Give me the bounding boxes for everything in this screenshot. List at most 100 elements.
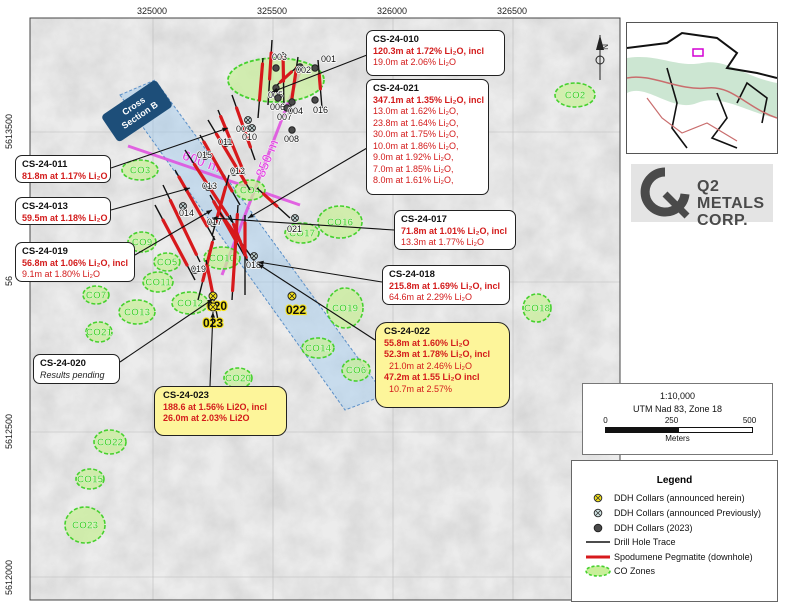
collar-label-008: 008	[284, 134, 299, 144]
co-zone-label: CO2	[565, 91, 586, 102]
spodumene-interval	[278, 70, 293, 84]
leader-arrowhead	[272, 87, 278, 93]
co-zone-co18	[522, 293, 552, 323]
cross-section-band	[119, 79, 386, 411]
callout-cs-24-020[interactable]: CS-24-020 Results pending	[33, 354, 120, 384]
callout-cs-24-023[interactable]: CS-24-023 188.6 at 1.56% Li2O, incl 26.0…	[154, 386, 287, 436]
collar-cross	[205, 184, 211, 190]
co-zone-label: CO4	[240, 186, 261, 197]
co-zone-label: CO9	[132, 238, 153, 249]
co-zone-co19	[326, 287, 364, 329]
y-tick-5613500: 5613500	[4, 114, 14, 150]
collar-label-021: 021	[287, 224, 302, 234]
y-tick-5612000: 5612000	[4, 560, 14, 596]
spodumene-interval	[262, 192, 279, 208]
collar-004[interactable]	[288, 98, 296, 106]
collar-001[interactable]	[311, 64, 319, 72]
x-tick-326500: 326500	[497, 6, 528, 16]
co-zone-co2	[554, 82, 596, 108]
co-zone-label: CO21	[86, 328, 113, 339]
collar-cross	[292, 215, 298, 221]
leader-line	[134, 209, 213, 256]
callout-cs-24-011[interactable]: CS-24-011 81.8m at 1.17% Li₂O	[15, 155, 111, 183]
spodumene-interval	[219, 114, 244, 171]
collar-label-018: 018	[246, 260, 261, 270]
collar-cross	[231, 169, 237, 175]
legend-spodumene: Spodumene Pegmatite (downhole)	[614, 552, 753, 562]
collar-003[interactable]	[272, 64, 280, 72]
collar-cross	[210, 304, 216, 310]
scale-tick-0: 0	[603, 416, 608, 425]
legend-drill-trace: Drill Hole Trace	[614, 537, 676, 547]
collar-label-012: 012	[230, 166, 245, 176]
scale-tick-250: 250	[664, 416, 679, 425]
distance-line-600	[127, 144, 301, 207]
co-zone-label: CO23	[72, 521, 99, 532]
co-zone-label: CO14	[305, 344, 332, 355]
co-zone-co5	[153, 252, 181, 272]
callout-cs-24-010[interactable]: CS-24-010 120.3m at 1.72% Li₂O, incl 19.…	[366, 30, 505, 76]
co-zone-label: CO19	[332, 304, 359, 315]
collar-cross	[245, 117, 251, 123]
leader-arrowhead	[212, 216, 218, 221]
spodumene-interval	[257, 62, 265, 102]
collar-label-010: 010	[242, 132, 257, 142]
co-zone-label: CO18	[524, 304, 551, 315]
spodumene-interval	[201, 240, 214, 283]
callout-cs-24-017[interactable]: CS-24-017 71.8m at 1.01% Li₂O, incl 13.3…	[394, 210, 516, 250]
leader-line	[211, 217, 395, 231]
collar-002[interactable]	[296, 63, 304, 71]
leader-line	[110, 127, 229, 169]
legend-collar-2023: DDH Collars (2023)	[614, 523, 693, 533]
co-zone-co17	[284, 222, 320, 244]
spodumene-interval	[290, 66, 298, 103]
co-zone-label: CO20	[225, 374, 252, 385]
callout-cs-24-013[interactable]: CS-24-013 59.5m at 1.18% Li₂O	[15, 197, 111, 225]
collar-006[interactable]	[274, 94, 282, 102]
co-zone-co15	[75, 468, 105, 490]
collar-008[interactable]	[288, 126, 296, 134]
north-arrow-icon: N	[595, 35, 609, 80]
co-zone-co6	[341, 358, 371, 382]
collar-label-005: 005	[268, 90, 283, 100]
inset-location-map[interactable]	[626, 22, 778, 154]
leader-arrowhead	[222, 127, 228, 132]
leader-arrowhead	[248, 213, 254, 218]
co-zone-label: CO16	[327, 218, 354, 229]
co-zone-label: CO11	[145, 278, 171, 289]
leader-arrowhead	[207, 299, 213, 304]
logo-line2: CORP.	[697, 212, 749, 229]
cross-section-label: Cross Section B	[102, 80, 172, 142]
spodumene-interval	[177, 175, 209, 228]
co-zone-co7	[82, 285, 110, 305]
spodumene-interval	[268, 51, 273, 81]
scale-tick-500: 500	[742, 416, 757, 425]
collar-label-011: 011	[218, 137, 232, 147]
co-zone-label: CO5	[157, 258, 178, 269]
spodumene-interval	[231, 212, 239, 293]
callout-cs-24-021[interactable]: CS-24-021 347.1m at 1.35% Li₂O, incl 13.…	[366, 79, 489, 195]
collar-cross	[192, 267, 198, 273]
callout-cs-24-019[interactable]: CS-24-019 56.8m at 1.06% Li₂O, incl 9.1m…	[15, 242, 135, 282]
legend-co-zones: CO Zones	[614, 566, 656, 576]
callout-cs-24-018[interactable]: CS-24-018 215.8m at 1.69% Li₂O, incl 64.…	[382, 265, 510, 305]
collar-016[interactable]	[311, 96, 319, 104]
x-tick-325000: 325000	[137, 6, 168, 16]
collar-cross	[223, 140, 229, 146]
collar-007[interactable]	[283, 104, 291, 112]
legend-collar-previous: DDH Collars (announced Previously)	[614, 508, 762, 518]
collar-label-019: 019	[191, 264, 206, 274]
co-zone-co13	[118, 299, 156, 325]
co-zone-co11	[142, 271, 174, 293]
co-zone-label: CO13	[124, 308, 151, 319]
callout-cs-24-022[interactable]: CS-24-022 55.8m at 1.60% Li₂O 52.3m at 1…	[375, 322, 510, 408]
co-zone-label: CO12	[177, 299, 204, 310]
y-tick-56: 56	[4, 276, 14, 287]
collar-cross	[180, 203, 186, 209]
spodumene-interval	[161, 218, 189, 267]
legend-title: Legend	[656, 475, 693, 486]
leader-arrowhead	[210, 312, 215, 318]
co-zone-label: CO15	[77, 475, 104, 486]
